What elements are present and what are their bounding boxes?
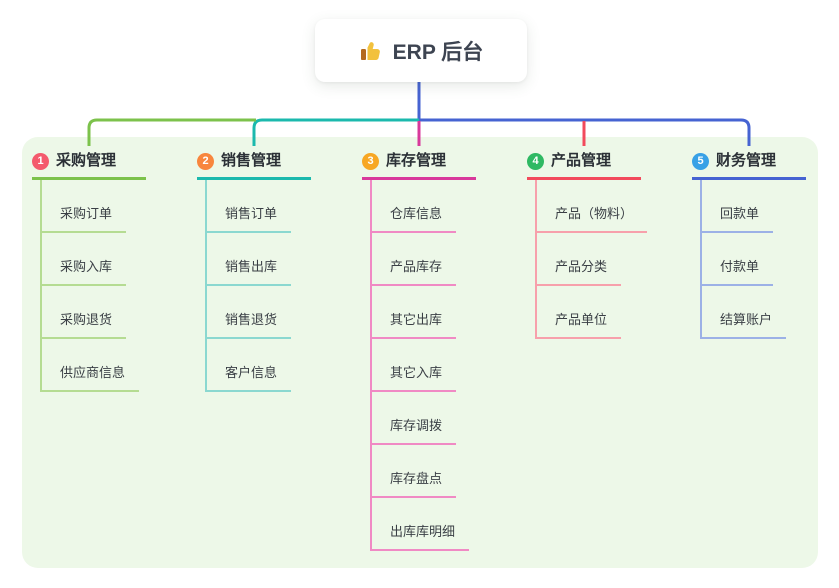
- child-node[interactable]: 产品（物料）: [537, 180, 648, 233]
- branch-badge: 2: [197, 152, 214, 170]
- branch-badge: 5: [692, 152, 709, 170]
- branch-node[interactable]: 3 库存管理: [362, 150, 476, 180]
- child-label: 采购订单: [60, 206, 113, 221]
- child-node[interactable]: 其它入库: [372, 339, 457, 392]
- child-label: 结算账户: [720, 312, 773, 327]
- child-label: 采购入库: [60, 259, 113, 274]
- branch-node[interactable]: 4 产品管理: [527, 150, 641, 180]
- child-label: 产品分类: [555, 259, 608, 274]
- thumbs-up-icon: [360, 41, 380, 60]
- branch-title: 销售管理: [221, 152, 282, 169]
- branch-children: 采购订单 采购入库 采购退货 供应商信息: [40, 180, 146, 392]
- branch-title: 财务管理: [716, 152, 777, 169]
- branch-1: 1 采购管理 采购订单 采购入库 采购退货 供应商信息: [32, 150, 146, 392]
- child-label: 产品（物料）: [555, 206, 634, 221]
- child-label: 其它出库: [390, 312, 443, 327]
- child-label: 销售退货: [225, 312, 278, 327]
- child-node[interactable]: 客户信息: [207, 339, 292, 392]
- root-title: ERP 后台: [392, 40, 484, 64]
- branch-node[interactable]: 2 销售管理: [197, 150, 311, 180]
- root-node[interactable]: ERP 后台: [315, 19, 527, 82]
- child-node[interactable]: 出库库明细: [372, 498, 470, 551]
- branch-children: 产品（物料） 产品分类 产品单位: [535, 180, 648, 339]
- branch-children: 仓库信息 产品库存 其它出库 其它入库 库存调拨 库存盘点 出库库明细: [370, 180, 476, 551]
- child-label: 库存调拨: [390, 418, 443, 433]
- branch-2: 2 销售管理 销售订单 销售出库 销售退货 客户信息: [197, 150, 311, 392]
- child-label: 库存盘点: [390, 471, 443, 486]
- branch-4: 4 产品管理 产品（物料） 产品分类 产品单位: [527, 150, 648, 339]
- child-node[interactable]: 供应商信息: [42, 339, 140, 392]
- child-node[interactable]: 产品分类: [537, 233, 622, 286]
- child-label: 产品库存: [390, 259, 443, 274]
- child-node[interactable]: 销售订单: [207, 180, 292, 233]
- branch-badge: 3: [362, 152, 379, 170]
- branch-node[interactable]: 1 采购管理: [32, 150, 146, 180]
- child-label: 供应商信息: [60, 365, 126, 380]
- branch-badge: 1: [32, 152, 49, 170]
- branch-title: 产品管理: [551, 152, 612, 169]
- branch-children: 回款单 付款单 结算账户: [700, 180, 806, 339]
- branch-children: 销售订单 销售出库 销售退货 客户信息: [205, 180, 311, 392]
- branch-title: 库存管理: [386, 152, 447, 169]
- branch-3: 3 库存管理 仓库信息 产品库存 其它出库 其它入库 库存调拨 库存盘点 出库库…: [362, 150, 476, 551]
- child-node[interactable]: 付款单: [702, 233, 774, 286]
- child-node[interactable]: 采购入库: [42, 233, 127, 286]
- child-node[interactable]: 采购退货: [42, 286, 127, 339]
- child-node[interactable]: 销售出库: [207, 233, 292, 286]
- child-label: 销售订单: [225, 206, 278, 221]
- branch-node[interactable]: 5 财务管理: [692, 150, 806, 180]
- child-label: 仓库信息: [390, 206, 443, 221]
- child-node[interactable]: 产品库存: [372, 233, 457, 286]
- branch-5: 5 财务管理 回款单 付款单 结算账户: [692, 150, 806, 339]
- child-label: 客户信息: [225, 365, 278, 380]
- child-label: 产品单位: [555, 312, 608, 327]
- child-node[interactable]: 库存盘点: [372, 445, 457, 498]
- child-node[interactable]: 销售退货: [207, 286, 292, 339]
- child-label: 回款单: [720, 206, 760, 221]
- child-label: 其它入库: [390, 365, 443, 380]
- child-node[interactable]: 产品单位: [537, 286, 622, 339]
- child-node[interactable]: 库存调拨: [372, 392, 457, 445]
- child-node[interactable]: 采购订单: [42, 180, 127, 233]
- child-label: 采购退货: [60, 312, 113, 327]
- child-node[interactable]: 其它出库: [372, 286, 457, 339]
- child-node[interactable]: 仓库信息: [372, 180, 457, 233]
- child-node[interactable]: 回款单: [702, 180, 774, 233]
- branch-badge: 4: [527, 152, 544, 170]
- child-label: 出库库明细: [390, 524, 456, 539]
- child-label: 付款单: [720, 259, 760, 274]
- child-label: 销售出库: [225, 259, 278, 274]
- child-node[interactable]: 结算账户: [702, 286, 787, 339]
- branch-title: 采购管理: [56, 152, 117, 169]
